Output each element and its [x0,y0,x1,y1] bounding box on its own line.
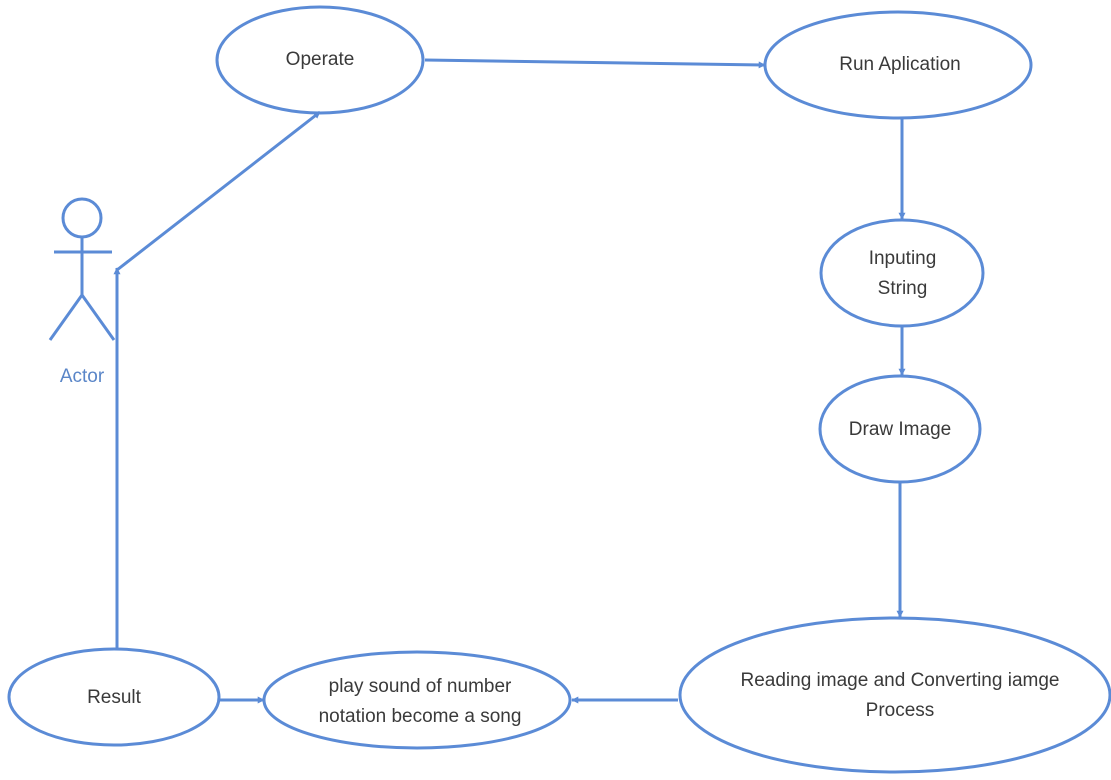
run-application-usecase [763,10,1033,120]
result-usecase [7,647,221,747]
operate-usecase [215,5,425,115]
arrow-operate-to-run [424,58,766,69]
actor-figure [48,197,116,341]
actor-right-leg [80,294,116,341]
reading-image-usecase [678,616,1111,774]
draw-image-usecase [818,374,982,484]
arrow-actor-to-operate [116,110,321,272]
actor-head [61,197,103,239]
actor-label: Actor [59,366,105,387]
inputting-string-usecase [819,218,985,328]
actor-left-leg [48,294,84,341]
play-sound-usecase [262,650,572,750]
